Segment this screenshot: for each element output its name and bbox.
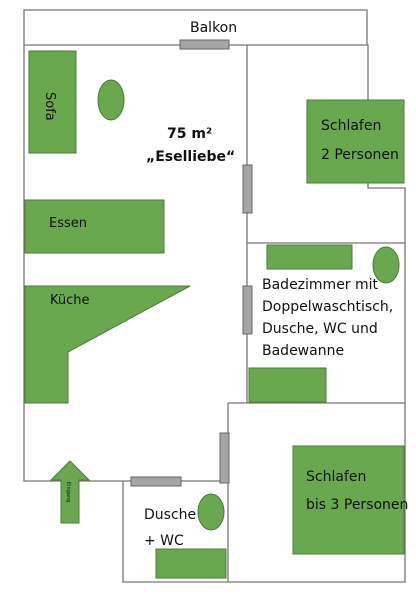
bathroom-label-line1: Badezimmer mit (262, 277, 379, 293)
bathroom-label-line2: Doppelwaschtisch, (262, 299, 393, 315)
bedroom1-label-line2: 2 Personen (321, 147, 399, 163)
shower-tray (155, 548, 227, 579)
shower-room-toilet (197, 493, 225, 531)
kitchen-label: Küche (50, 293, 90, 308)
bed-bedroom1 (306, 99, 405, 184)
bathroom-label-line4: Badewanne (262, 343, 344, 359)
balcony-label: Balkon (190, 20, 237, 36)
entrance-label: Eingang (65, 482, 71, 502)
bathroom-label-line3: Dusche, WC und (262, 321, 378, 337)
area-label: 75 m² (167, 126, 212, 142)
bedroom1-label-line1: Schlafen (321, 118, 381, 134)
shower-room-door (130, 476, 182, 487)
shower-room-label-line1: Dusche (144, 507, 196, 523)
living-plant (97, 79, 125, 121)
dining-label: Essen (49, 216, 87, 231)
sofa (28, 50, 77, 154)
double-sink (266, 244, 353, 270)
outer-wall (23, 44, 406, 583)
sofa-label: Sofa (42, 92, 57, 121)
bedroom2-door (219, 432, 230, 484)
bathroom-door (242, 285, 253, 335)
bed-bedroom2 (292, 445, 405, 555)
bathtub (248, 367, 327, 403)
apartment-name-label: „Eselliebe“ (146, 149, 235, 165)
balcony-outline (23, 9, 368, 45)
entrance-arrow-icon (49, 460, 91, 524)
bedroom2-label-line1: Schlafen (306, 469, 366, 485)
bathroom-toilet (372, 246, 400, 284)
dining-table (24, 199, 165, 254)
balcony-door (179, 39, 230, 50)
bedroom1-door (242, 164, 253, 214)
bedroom2-label-line2: bis 3 Personen (306, 497, 408, 513)
shower-room-label-line2: + WC (144, 533, 184, 549)
kitchen-counter (24, 285, 191, 404)
